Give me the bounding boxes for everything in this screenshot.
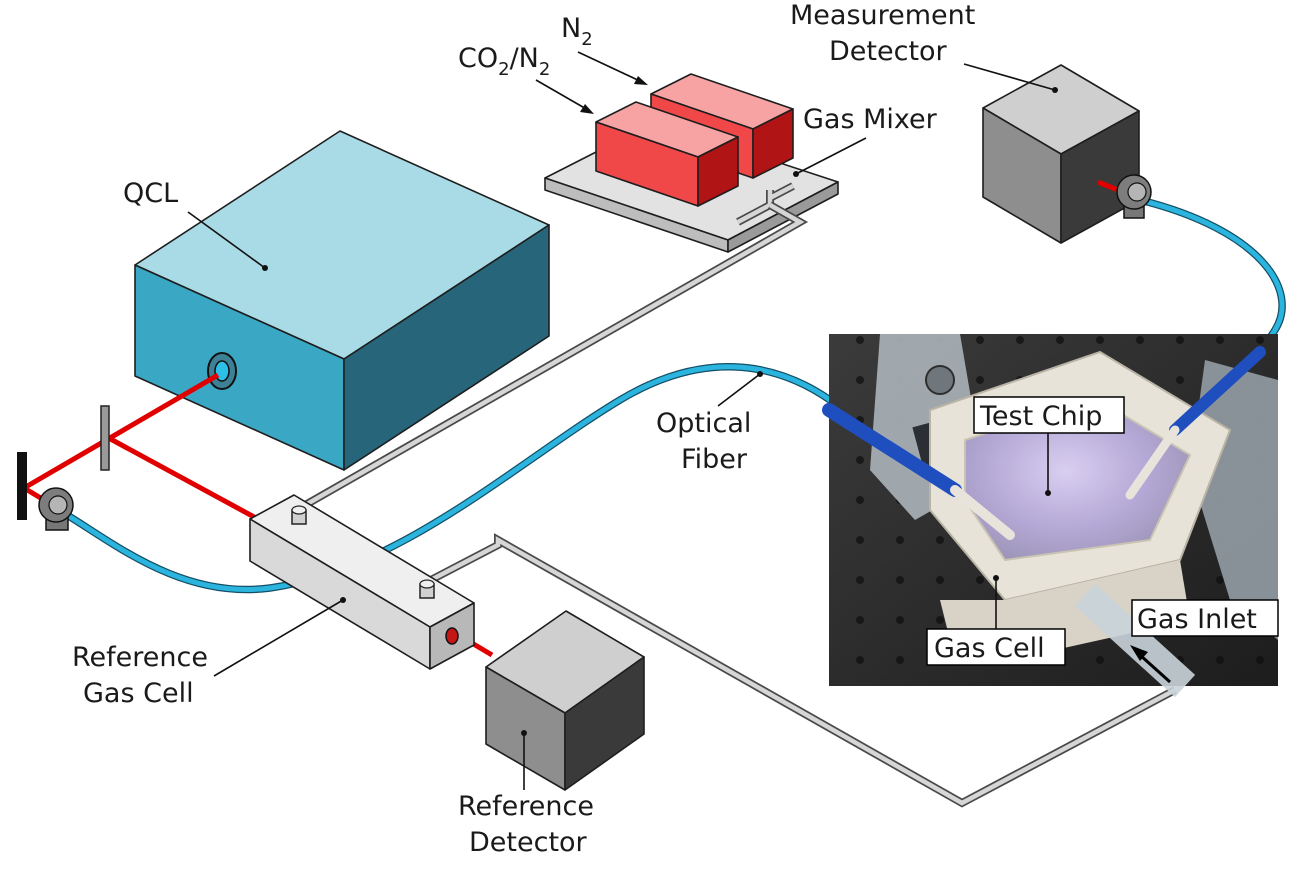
gas-cell-label: Gas Cell: [934, 633, 1045, 664]
qcl-laser-box: [134, 130, 550, 471]
reference-detector-label-line1: Reference: [458, 791, 594, 822]
measurement-fiber-coupler: [1116, 174, 1152, 219]
measurement-detector: [982, 64, 1152, 244]
qcl-label: QCL: [123, 178, 178, 209]
reference-gas-cell-label-line2: Gas Cell: [83, 678, 194, 709]
svg-text:CO2/N2: CO2/N2: [458, 43, 550, 80]
reference-fiber-coupler: [38, 487, 74, 531]
beam-splitter: [100, 405, 110, 471]
reference-detector-label-line2: Detector: [469, 827, 588, 858]
n2-label: N2: [561, 13, 593, 50]
measurement-detector-label-line1: Measurement: [790, 0, 975, 31]
gas-cell-photo-inset: Test Chip Gas Cell Gas Inlet: [822, 334, 1279, 698]
gas-inlet-arrow: [1138, 653, 1172, 684]
measurement-detector-label-line2: Detector: [829, 36, 948, 67]
reference-gas-cell: [249, 494, 475, 670]
gas-inlet-tube: [1074, 583, 1196, 698]
reference-gas-cell-label-line1: Reference: [72, 642, 208, 673]
optical-fiber-label-line1: Optical: [656, 408, 751, 439]
optical-fibers: [58, 196, 1286, 594]
gas-mixer: [544, 73, 839, 253]
co2-n2-gas-box: [595, 101, 739, 207]
reference-detector: [485, 610, 645, 791]
gas-mixer-plate-side: [727, 181, 839, 253]
co2-n2-label: CO2/N2: [458, 43, 550, 80]
optical-fiber-label-line2: Fiber: [681, 444, 748, 475]
gas-inlet-label: Gas Inlet: [1137, 604, 1257, 635]
mirror: [17, 452, 27, 520]
svg-text:N2: N2: [561, 13, 593, 50]
test-chip-label: Test Chip: [979, 401, 1102, 432]
gas-mixer-label: Gas Mixer: [803, 104, 938, 135]
